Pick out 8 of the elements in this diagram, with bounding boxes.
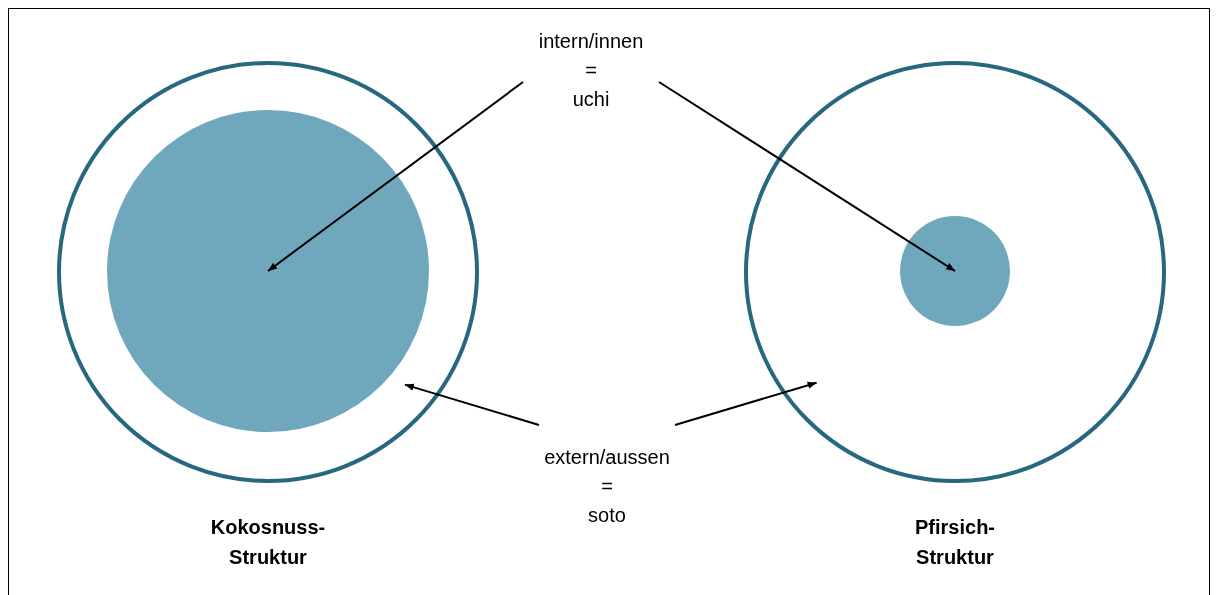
annotation-text: extern/aussen = soto: [544, 443, 670, 530]
arrow: [674, 381, 818, 426]
arrow: [403, 383, 540, 426]
arrow: [658, 81, 956, 272]
annotation-text: intern/innen = uchi: [538, 27, 644, 114]
arrow: [267, 81, 524, 272]
structure-label: Pfirsich- Struktur: [914, 515, 996, 570]
structure-label: Kokosnuss- Struktur: [209, 515, 327, 570]
